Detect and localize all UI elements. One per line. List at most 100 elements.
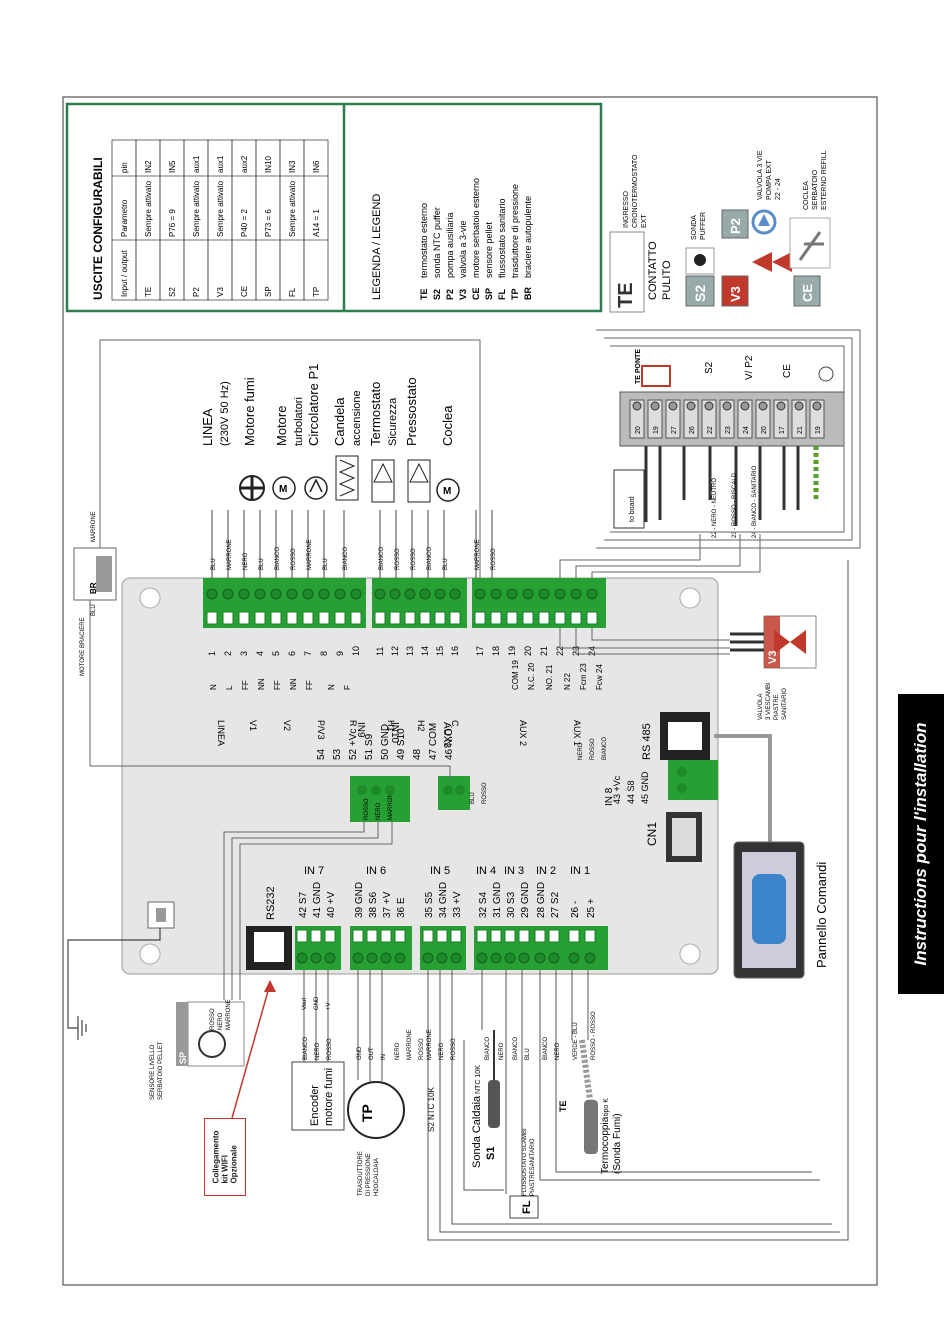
in10-wire: NERO [376,802,382,820]
uscite-cell: TP [312,287,321,297]
terminal-number: 13 [405,646,415,656]
ce-letter: CE [800,284,815,302]
te-ponte-label: TE PONTE [635,349,642,384]
output-name: R [348,720,358,727]
rs232-label: RS232 [265,886,277,920]
encoder-pin: GND [314,996,320,1010]
encoder-pin: Vout [302,998,308,1010]
te-desc2: CRONOTERMOSTATO [632,154,639,228]
uscite-cell: Sempre attivato [288,180,297,237]
output-name: LINEA [216,720,226,746]
in8-label: IN 8 [604,787,615,806]
wire-tag: 22 - NERO - NEUTRO [712,478,718,538]
bottom-wire-color: VERDE - BLU [573,1022,579,1060]
ce-desc3: ESTERNO REFILL [821,150,828,210]
bottom-wire-color: NERO [395,1042,401,1060]
tp-transducer: TP TRASDUTTORE DI PRESSIONE H2OCALDAIA [347,1081,405,1196]
load-wire-color: BLU [443,558,449,570]
uscite-cell: aux1 [216,155,225,173]
input-terminal: 41 GND [312,882,323,918]
panel-label: Pannello Comandi [814,862,829,968]
te-text1: CONTATTO [647,241,659,300]
te-bottom-label: TE [558,1100,568,1112]
uscite-cell: aux2 [240,155,249,173]
legenda-code: CE [471,287,481,300]
terminal-signal: N [327,684,336,690]
input-terminal: 35 S5 [424,891,435,918]
load-label: Circolatore P1 [306,364,321,446]
uscite-cell: P40 = 2 [240,209,249,237]
mid-terminal: 54 [316,748,327,760]
br-motor: BR MOTORE BRACIERE BLU MARRONE [73,339,481,780]
uscite-title: USCITE CONFIGURABILI [91,157,105,300]
vp2-strip-label: V/ P2 [744,355,755,380]
input-terminal: 32 S4 [478,891,489,918]
sp-wire: ROSSO [210,1008,216,1030]
load-sublabel: Sicurezza [387,397,399,446]
mid-terminal: 50 GND [380,724,391,760]
uscite-cell: TE [144,287,153,297]
load-wire-color: BIANCO [275,547,281,570]
bottom-wire-color: GND [357,1046,363,1060]
output-name: V1 [248,720,258,731]
mid-terminal: 53 [332,748,343,760]
in10-connector [350,776,410,822]
output-name: C [450,720,460,727]
ground-symbol [818,366,834,382]
load-wire-color: NERO [243,552,249,570]
terminal-number: 2 [223,651,233,656]
legenda-code: BR [523,287,533,300]
uscite-cell: S2 [168,287,177,297]
output-name: AUX 1 [572,720,582,746]
load-wire-color: ROSSO [395,548,401,570]
legenda-code: SP [484,288,494,300]
v3-valve-desc: VALVOLA [758,694,764,720]
mid-terminal: 51 S9 [364,733,375,760]
input-terminal: 31 GND [492,882,503,918]
bottom-wire-color: IN [381,1054,387,1060]
input-terminal: 29 GND [520,882,531,918]
bottom-wire-color: ROSSO [451,1038,457,1060]
terminal-number: 4 [255,651,265,656]
te-desc1: INGRESSO [623,190,630,228]
bottom-wire-color: NERO [499,1042,505,1060]
s2-strip-label: S2 [704,361,715,374]
wifi-arrow [231,983,271,1119]
mid-group-name: AUX3 [441,722,452,749]
p2-desc2: 22 - 24 [775,178,782,200]
auger-motor-icon [436,478,460,502]
input-terminal: 33 +V [452,891,463,918]
in10-wire: ROSSO [364,798,370,820]
uscite-cell: V3 [216,287,225,297]
v3-letter: V3 [728,286,743,302]
input-terminal: 40 +V [326,891,337,918]
section-side-tab: Instructions pour l'installation [898,694,944,994]
wire-tag: 23 - ROSSO - RISCALD [732,472,738,538]
strip-terminal-number: 26 [689,426,696,434]
sp-desc1: SENSORE LIVELLO [150,1044,156,1100]
load-label: Candela [332,397,347,446]
mid-terminal: 48 [412,748,423,760]
terminal-number: 10 [351,646,361,656]
tp-letter: TP [359,1104,375,1122]
probe-icon [694,254,706,266]
strip-terminal-number: 19 [653,426,660,434]
bottom-wire-color: BIANCO [513,1037,519,1060]
p2-letter: P2 [728,218,743,234]
s1-probe: Sonda Caldaia NTC 10K S1 [471,1030,500,1168]
terminal-signal: COM 19 [511,660,520,690]
legenda-desc: braciere autopulente [523,196,533,278]
sp-desc2: SERBATOIO PELLET [158,1041,164,1100]
output-name: H1 [386,720,396,732]
terminal-number: 24 [587,646,597,656]
load-wire-color: ROSSO [411,548,417,570]
terminal-signal: FF [273,680,282,690]
legenda-title: LEGENDA / LEGEND [371,194,383,300]
legenda-desc: valvola a 3-vie [458,220,468,278]
uscite-cell: Sempre attivato [216,180,225,237]
v3-valve-desc: PIASTRE [774,694,780,720]
